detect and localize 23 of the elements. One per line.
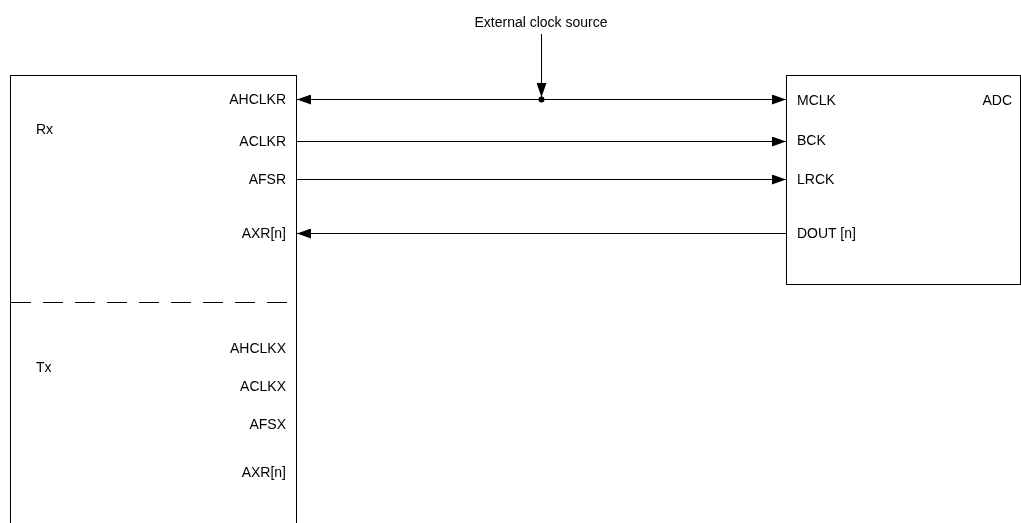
converter-block (786, 75, 1021, 285)
pin-label: BCK (787, 130, 907, 150)
pin-label: ACLKX (180, 376, 296, 396)
pin-label: AXR[n] (180, 462, 296, 482)
section-label: Rx (36, 120, 54, 138)
pin-label: AHCLKR (180, 89, 296, 109)
arrow (296, 174, 787, 185)
pin-label: DOUT [n] (787, 223, 907, 243)
pin-label: AXR[n] (180, 223, 296, 243)
arrow (296, 136, 787, 147)
arrow (296, 94, 787, 105)
section-label: Tx (36, 358, 52, 376)
pin-label: LRCK (787, 169, 907, 189)
pin-label: MCLK (787, 90, 907, 110)
pin-label: ACLKR (180, 131, 296, 151)
arrow (536, 33, 547, 98)
block-label: ADC (982, 91, 1012, 109)
pin-label: AFSR (180, 169, 296, 189)
device-block (10, 75, 297, 523)
arrow (296, 228, 787, 239)
pin-label: AFSX (180, 414, 296, 434)
signal-label: External clock source (441, 12, 641, 32)
pin-label: AHCLKX (180, 338, 296, 358)
